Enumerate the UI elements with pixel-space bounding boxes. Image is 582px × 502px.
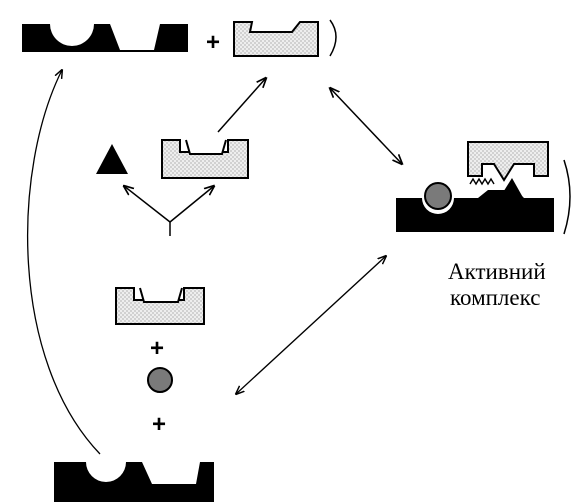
substrate-lower-notch — [139, 287, 183, 303]
arrow-cofactor-complex — [236, 256, 386, 394]
bracket-top — [329, 19, 337, 57]
cofactor-ball — [147, 367, 173, 393]
substrate-lower — [115, 287, 205, 325]
active-complex-label-line1: Активний — [448, 259, 546, 284]
enzyme-bottom — [54, 462, 214, 502]
bracket-complex — [563, 159, 571, 235]
complex-triangle — [492, 178, 530, 210]
arrow-top-complex — [330, 88, 402, 164]
complex-enzyme — [396, 190, 554, 232]
substrate-middle-notch — [185, 139, 227, 155]
substrate-top — [233, 21, 319, 57]
complex-substrate — [467, 141, 549, 182]
plus-middle: + — [150, 335, 164, 362]
substrate-middle — [161, 139, 249, 179]
arrow-to-top-substrate — [217, 78, 266, 133]
active-complex-label-line2: комплекс — [450, 285, 541, 310]
plus-lower: + — [152, 411, 166, 438]
plus-top: + — [206, 29, 220, 56]
complex-cofactor — [424, 182, 452, 210]
arrow-bottom-to-top — [26, 70, 101, 455]
complex-bond — [469, 177, 495, 186]
triangle-product — [96, 144, 128, 174]
enzyme-top — [22, 24, 188, 52]
